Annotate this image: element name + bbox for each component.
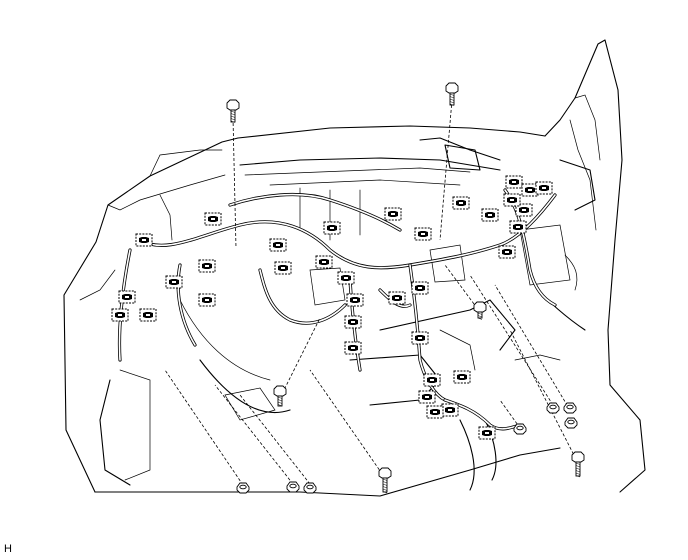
clamp-icon — [515, 203, 533, 217]
nut-icon — [546, 402, 560, 414]
clamp-icon — [344, 315, 362, 329]
clamp-icon — [344, 341, 362, 355]
clamp-icon — [411, 281, 429, 295]
clamp-icon — [418, 390, 436, 404]
bolt-icon — [571, 451, 585, 478]
clamp-icon — [139, 308, 157, 322]
clamp-icon — [509, 220, 527, 234]
nut-icon — [563, 402, 577, 414]
fasteners — [226, 82, 585, 494]
clamp-icon — [198, 259, 216, 273]
clamp-icon — [423, 373, 441, 387]
clamp-icon — [521, 183, 539, 197]
clamp-icon — [135, 233, 153, 247]
clamp-icon — [315, 255, 333, 269]
clamp-icon — [441, 403, 459, 417]
leader-lines — [164, 99, 579, 486]
clamp-icon — [269, 238, 287, 252]
clamp-icon — [204, 212, 222, 226]
clamp-icon — [503, 193, 521, 207]
clamp-icon — [411, 331, 429, 345]
figure-code: H — [4, 543, 12, 555]
clamp-icon — [481, 208, 499, 222]
clamp-icon — [274, 261, 292, 275]
clamp-icon — [414, 227, 432, 241]
clamp-icon — [452, 196, 470, 210]
clamp-icon — [165, 275, 183, 289]
clamp-icon — [426, 405, 444, 419]
nut-icon — [303, 482, 317, 494]
clamp-icon — [198, 293, 216, 307]
clamp-icon — [118, 290, 136, 304]
clamp-icon — [478, 426, 496, 440]
dashboard-structure — [99, 137, 596, 491]
clamp-icon — [453, 370, 471, 384]
clamp-icon — [346, 293, 364, 307]
bolt-icon — [226, 99, 240, 123]
nut-icon — [286, 481, 300, 493]
clamp-icon — [535, 181, 553, 195]
nut-icon — [513, 423, 527, 435]
clamp-icon — [498, 245, 516, 259]
body-outline — [63, 39, 646, 497]
bolt-icon — [273, 385, 287, 407]
clamp-markers — [111, 175, 553, 440]
clamp-icon — [388, 291, 406, 305]
bolt-icon — [445, 82, 459, 106]
nut-icon — [236, 482, 250, 494]
clamp-icon — [323, 221, 341, 235]
clamp-icon — [337, 271, 355, 285]
clamp-icon — [505, 175, 523, 189]
bolt-icon — [473, 301, 487, 320]
nut-icon — [564, 417, 578, 429]
clamp-icon — [384, 207, 402, 221]
clamp-icon — [111, 308, 129, 322]
bolt-icon — [378, 467, 392, 494]
